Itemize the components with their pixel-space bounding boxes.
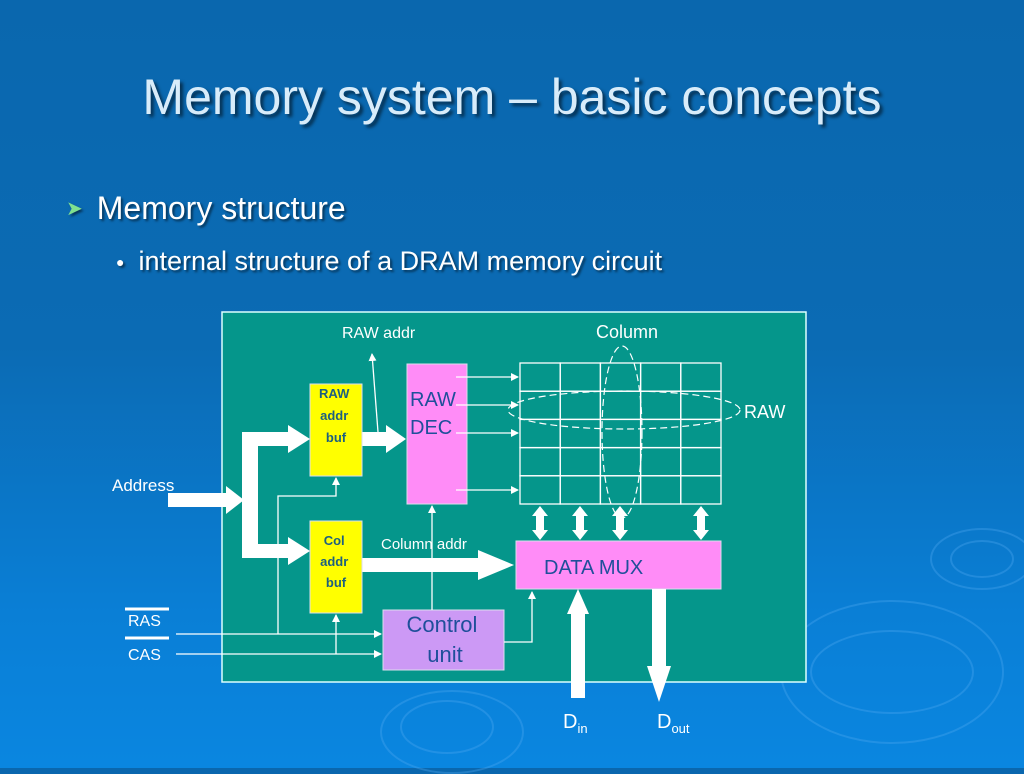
memory-cell	[680, 475, 722, 505]
arrow-bullet-icon: ➤	[66, 198, 83, 220]
data-out-label: Dout	[657, 711, 690, 736]
diagram-panel	[221, 311, 807, 683]
bidirectional-arrow	[532, 506, 548, 540]
address-bus	[168, 425, 514, 580]
raw-addr-buf-block	[309, 383, 363, 477]
bidirectional-arrow	[612, 506, 628, 540]
ripple-decoration	[930, 528, 1024, 590]
bullet-text: internal structure of a DRAM memory circ…	[138, 246, 663, 276]
raw-addr-pointer	[368, 353, 379, 433]
bidirectional-arrow	[693, 506, 709, 540]
raw-label: RAW	[744, 402, 785, 422]
slide-title: Memory system – basic concepts	[142, 69, 882, 125]
column-label: Column	[596, 322, 658, 342]
raw-highlight	[507, 390, 741, 430]
raw-addr-buf-label: RAW addr buf	[319, 386, 353, 445]
bit-line-arrows	[532, 506, 709, 540]
data-in-label: Din	[563, 711, 588, 736]
cas-label: CAS	[128, 647, 161, 664]
control-unit-label: Control unit	[406, 612, 483, 667]
data-in-arrow	[567, 589, 589, 698]
bullet-level-2: ● internal structure of a DRAM memory ci…	[116, 246, 662, 277]
raw-addr-label: RAW addr	[342, 325, 416, 342]
column-addr-label: Column addr	[381, 536, 467, 553]
raw-dec-block	[406, 363, 468, 505]
ras-label: RAS	[128, 613, 161, 630]
col-addr-buf-label: Col addr buf	[320, 533, 352, 590]
address-label: Address	[112, 476, 174, 495]
dot-bullet-icon: ●	[116, 253, 125, 270]
memory-array	[519, 362, 722, 505]
bullet-text: Memory structure	[96, 190, 346, 226]
raw-dec-label: RAW DEC	[410, 389, 461, 439]
col-addr-buf-block	[309, 520, 363, 614]
bidirectional-arrow	[572, 506, 588, 540]
data-mux-label: DATA MUX	[544, 557, 643, 579]
bullet-level-1: ➤ Memory structure	[66, 190, 346, 227]
data-out-arrow	[647, 589, 671, 702]
word-line-arrows	[456, 373, 519, 494]
control-unit-block	[382, 609, 505, 671]
data-mux-block	[515, 540, 722, 590]
control-signal-lines	[176, 477, 536, 658]
